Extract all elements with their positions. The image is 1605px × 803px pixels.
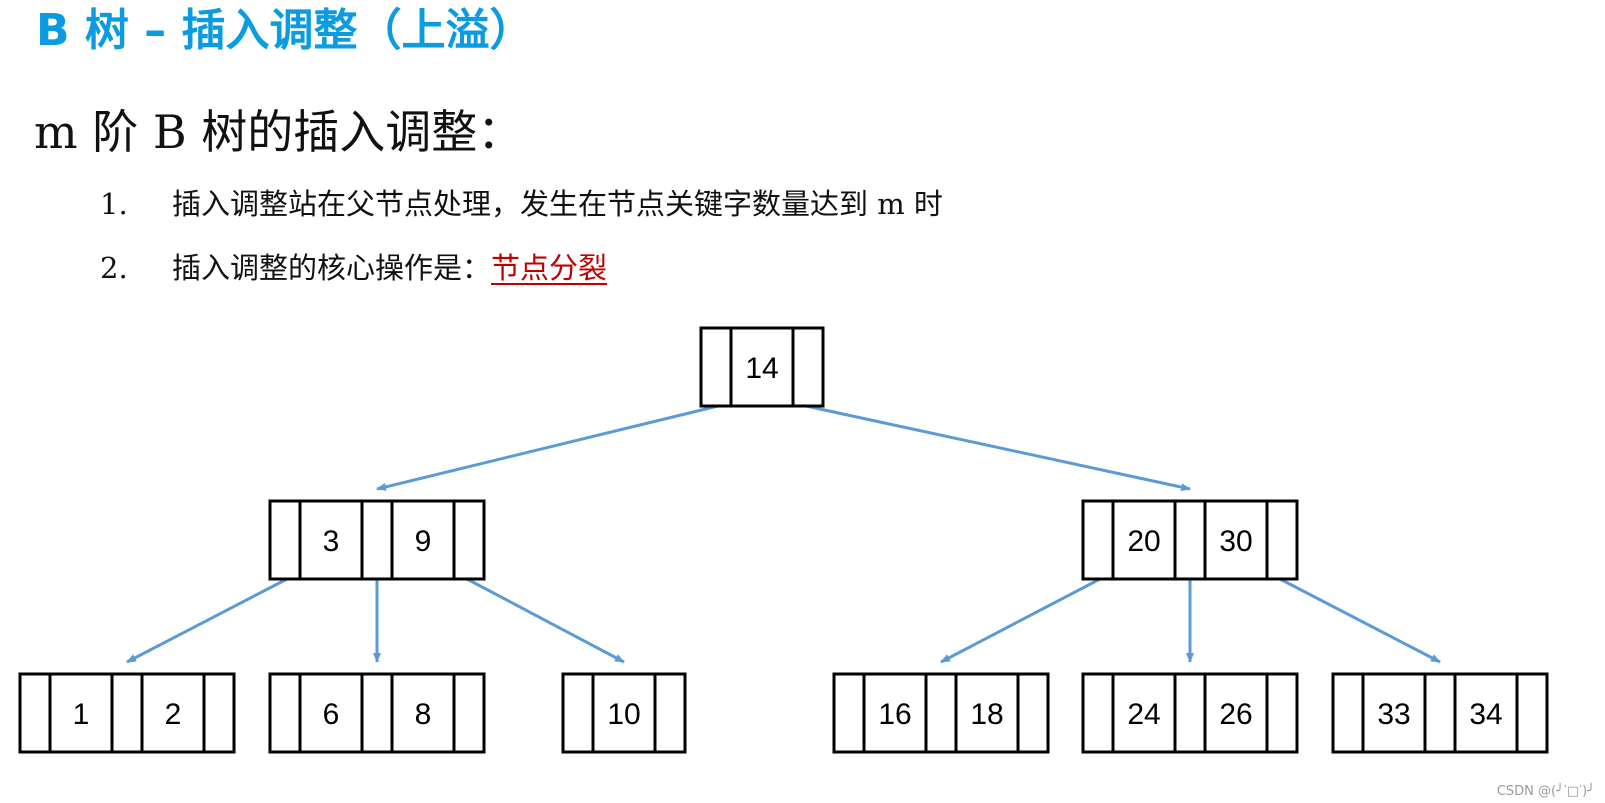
tree-node-leaf-24-26: 24 26 bbox=[1081, 672, 1299, 754]
edge-right-to-leaf-33-34 bbox=[1279, 577, 1441, 664]
list-item-text: 插入调整的核心操作是： bbox=[172, 251, 492, 285]
node-key: 24 bbox=[1127, 698, 1160, 731]
tree-node-leaf-10: 10 bbox=[561, 672, 687, 754]
node-key: 1 bbox=[73, 698, 90, 731]
node-key: 20 bbox=[1127, 525, 1160, 558]
node-key: 33 bbox=[1377, 698, 1410, 731]
edge-left-to-leaf-1-2 bbox=[126, 577, 288, 664]
node-key: 6 bbox=[323, 698, 340, 731]
node-box bbox=[268, 672, 486, 754]
tree-node-root: 14 bbox=[699, 326, 825, 408]
node-box bbox=[268, 499, 486, 581]
tree-edges bbox=[126, 404, 1441, 664]
node-key: 8 bbox=[415, 698, 432, 731]
node-key: 9 bbox=[415, 525, 432, 558]
edge-root-to-right bbox=[805, 404, 1191, 492]
node-box bbox=[699, 326, 825, 408]
node-key: 2 bbox=[165, 698, 182, 731]
node-box bbox=[18, 672, 236, 754]
node-key: 14 bbox=[745, 352, 778, 385]
highlight-node-split: 节点分裂 bbox=[491, 251, 608, 285]
list-item-text: 插入调整站在父节点处理，发生在节点关键字数量达到 m 时 bbox=[172, 187, 943, 221]
node-key: 26 bbox=[1219, 698, 1252, 731]
node-box bbox=[1331, 672, 1549, 754]
list-item-1: 1. 插入调整站在父节点处理，发生在节点关键字数量达到 m 时 bbox=[100, 182, 943, 226]
edge-left-to-leaf-10 bbox=[466, 577, 625, 664]
node-key: 18 bbox=[970, 698, 1003, 731]
node-key: 34 bbox=[1469, 698, 1502, 731]
node-key: 3 bbox=[323, 525, 340, 558]
watermark: CSDN @(╯‵□′)╯ bbox=[1496, 784, 1595, 799]
list-item-number: 2. bbox=[100, 251, 128, 285]
node-box bbox=[1081, 499, 1299, 581]
list-item-2: 2. 插入调整的核心操作是：节点分裂 bbox=[100, 246, 607, 290]
edge-right-to-leaf-16-18 bbox=[940, 577, 1101, 664]
node-box bbox=[832, 672, 1050, 754]
node-key: 16 bbox=[878, 698, 911, 731]
list-item-number: 1. bbox=[100, 187, 128, 221]
tree-node-leaf-33-34: 33 34 bbox=[1331, 672, 1549, 754]
node-box bbox=[1081, 672, 1299, 754]
page-title: B 树 – 插入调整（上溢） bbox=[36, 5, 534, 56]
node-key: 30 bbox=[1219, 525, 1252, 558]
edge-root-to-left bbox=[376, 404, 719, 491]
node-box bbox=[561, 672, 687, 754]
node-key: 10 bbox=[607, 698, 640, 731]
section-heading: m 阶 B 树的插入调整： bbox=[34, 105, 524, 159]
